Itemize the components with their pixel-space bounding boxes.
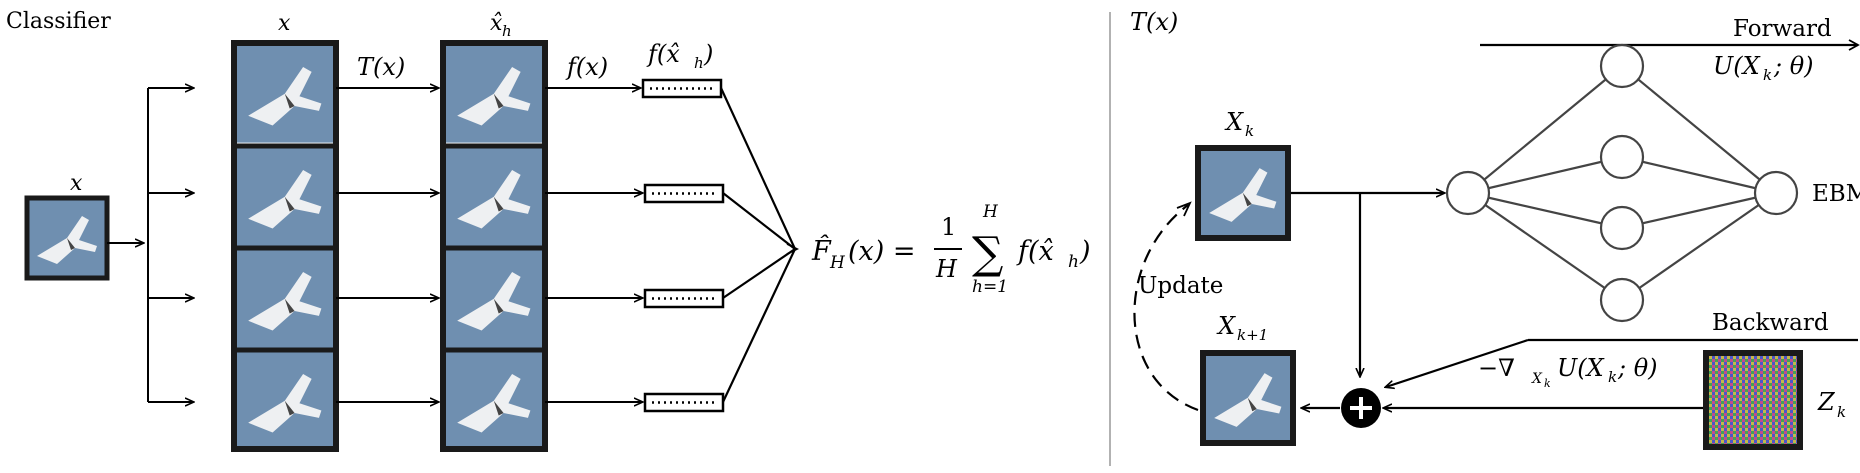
svg-text:(x) =: (x) = — [848, 236, 916, 267]
ebm-hidden-node — [1599, 277, 1645, 323]
svg-text:H: H — [982, 202, 999, 222]
svg-text:h: h — [502, 22, 512, 40]
output-vector-4 — [643, 392, 725, 413]
svg-text:x̂: x̂ — [490, 11, 503, 36]
output-vector-1 — [641, 78, 723, 99]
svg-text:; θ): ; θ) — [1617, 354, 1658, 382]
noise-image — [1703, 350, 1803, 450]
svg-text:X: X — [1531, 371, 1543, 387]
zk-label: Z k — [1817, 388, 1846, 421]
svg-text:k: k — [1245, 122, 1254, 140]
fxh-label: f(x̂ h ) — [646, 40, 713, 72]
input-image — [24, 195, 110, 281]
xk1-label: X k+1 — [1216, 312, 1268, 344]
svg-text:k: k — [1544, 377, 1551, 390]
svg-text:; θ): ; θ) — [1773, 52, 1814, 80]
update-arc — [1133, 204, 1199, 412]
svg-text:): ) — [1079, 236, 1091, 267]
update-label: Update — [1138, 273, 1223, 299]
xk1-image — [1200, 350, 1296, 446]
svg-text:X: X — [1224, 108, 1244, 136]
transform-label: T(x) — [357, 53, 405, 81]
gradient-label: −∇ X k U(X k ; θ) — [1478, 354, 1658, 390]
ebm-hidden-node — [1599, 205, 1645, 251]
forward-energy-label: U(X k ; θ) — [1713, 52, 1814, 84]
svg-text:X: X — [1216, 312, 1236, 340]
svg-text:H: H — [935, 255, 958, 283]
update-arrowhead — [1176, 201, 1192, 217]
ebm-network — [1445, 43, 1799, 323]
forward-label: Forward — [1733, 16, 1832, 42]
converge-line-1 — [720, 87, 796, 250]
svg-text:1: 1 — [941, 213, 956, 241]
column-x — [231, 40, 339, 452]
column-xh-label: x̂ h — [490, 11, 512, 40]
svg-text:h=1: h=1 — [972, 277, 1008, 297]
converge-line-4 — [722, 248, 796, 403]
converge-arrowhead — [786, 243, 800, 255]
ebm-label: EBM — [1812, 181, 1860, 207]
sum-node — [1341, 388, 1381, 428]
fx-label: f(x) — [565, 53, 608, 81]
svg-text:U(X: U(X — [1557, 354, 1605, 382]
output-vector-2 — [643, 183, 725, 204]
svg-text:f(x̂: f(x̂ — [646, 40, 680, 68]
converge-line-3 — [722, 248, 796, 299]
svg-text:k+1: k+1 — [1237, 326, 1268, 344]
svg-text:Z: Z — [1817, 388, 1836, 416]
svg-text:U(X: U(X — [1713, 52, 1761, 80]
svg-text:∑: ∑ — [972, 228, 1003, 279]
svg-text:H: H — [829, 253, 846, 273]
right-title: T(x) — [1130, 8, 1178, 36]
svg-text:f(x̂: f(x̂ — [1016, 236, 1054, 267]
xk-label: X k — [1224, 108, 1254, 140]
svg-text:F̂: F̂ — [811, 234, 832, 267]
gradient-arrow — [1386, 338, 1529, 387]
classifier-title: Classifier — [6, 9, 111, 34]
backward-label: Backward — [1712, 310, 1829, 336]
svg-text:k: k — [1837, 403, 1846, 421]
svg-text:−∇: −∇ — [1478, 354, 1515, 382]
svg-text:): ) — [703, 40, 713, 68]
xk-image — [1195, 145, 1291, 241]
svg-text:h: h — [1068, 252, 1079, 272]
svg-text:k: k — [1608, 368, 1617, 386]
ebm-hidden-node — [1599, 43, 1645, 89]
forward-arrowhead — [1848, 39, 1860, 51]
output-vector-3 — [643, 288, 725, 309]
column-xh — [440, 40, 548, 452]
ebm-input-node — [1445, 170, 1491, 216]
ebm-output-node — [1753, 170, 1799, 216]
ensemble-formula: F̂ H (x) = 1 H H ∑ h=1 f(x̂ h ) — [811, 202, 1091, 297]
svg-text:h: h — [694, 54, 704, 72]
input-x-label: x — [70, 171, 83, 196]
svg-text:k: k — [1763, 66, 1772, 84]
ebm-hidden-node — [1599, 134, 1645, 180]
converge-line-2 — [722, 192, 796, 250]
column-x-label: x — [278, 11, 291, 36]
